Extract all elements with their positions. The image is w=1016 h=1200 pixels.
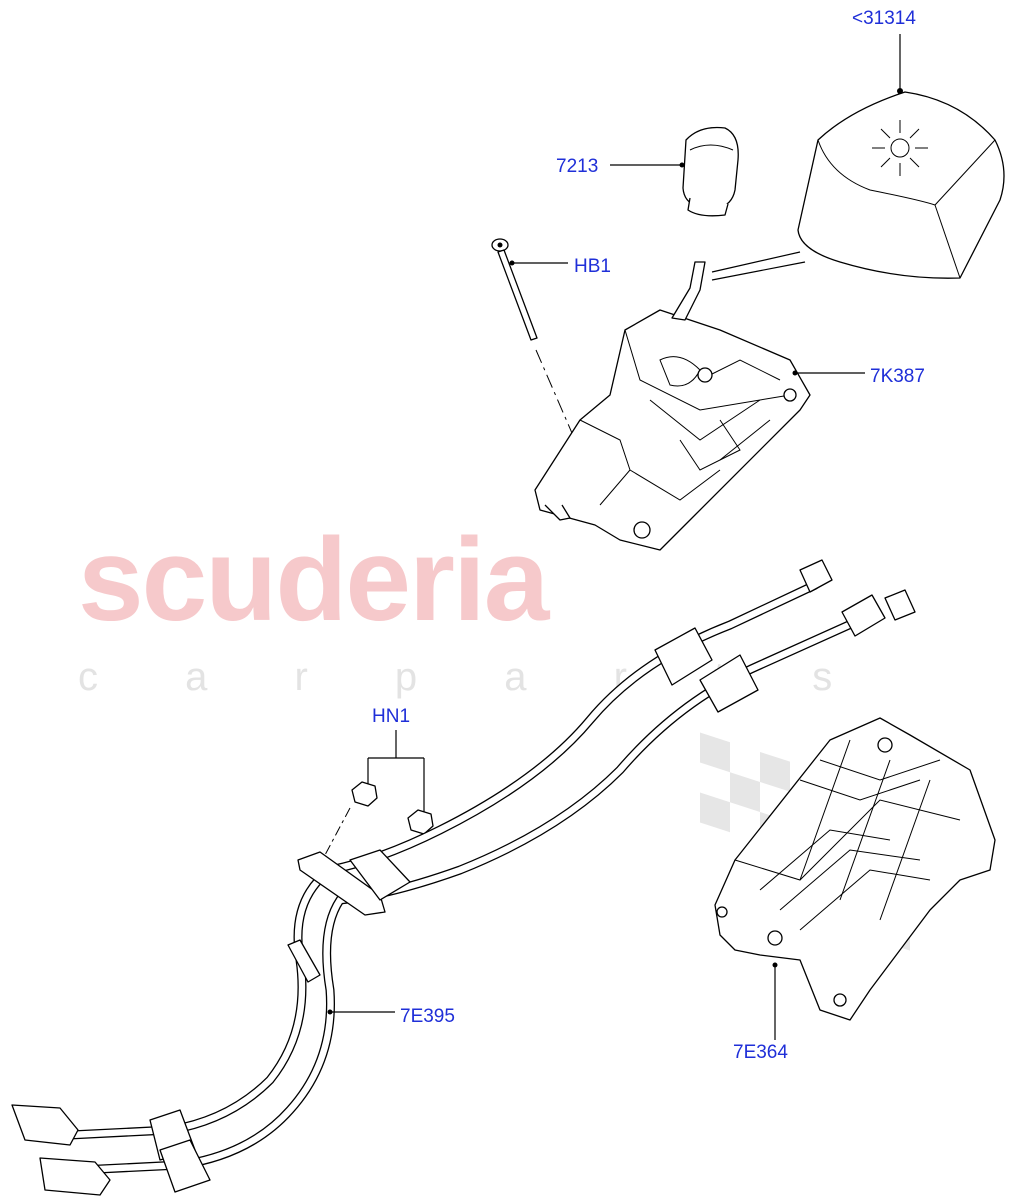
- mounting-bracket: 7E364: [714, 717, 996, 1063]
- bolt: HB1: [491, 238, 611, 441]
- nuts: HN1: [324, 706, 434, 856]
- watermark-brand: scuderia: [78, 514, 551, 646]
- callout-31314: <31314: [852, 8, 916, 29]
- gear-knob: 7213: [556, 126, 739, 217]
- sun-symbol-icon: [872, 120, 928, 176]
- callout-hb1: HB1: [574, 256, 611, 277]
- shift-cables: 7E395: [11, 559, 916, 1196]
- callout-7e364: 7E364: [733, 1042, 788, 1063]
- shift-boot-cover: <31314: [797, 8, 1005, 279]
- callout-7k387: 7K387: [870, 366, 925, 387]
- callout-7213: 7213: [556, 156, 598, 177]
- callout-7e395: 7E395: [400, 1006, 455, 1027]
- gear-shifter-assembly: 7K387: [534, 251, 925, 551]
- callout-hn1: HN1: [372, 706, 410, 727]
